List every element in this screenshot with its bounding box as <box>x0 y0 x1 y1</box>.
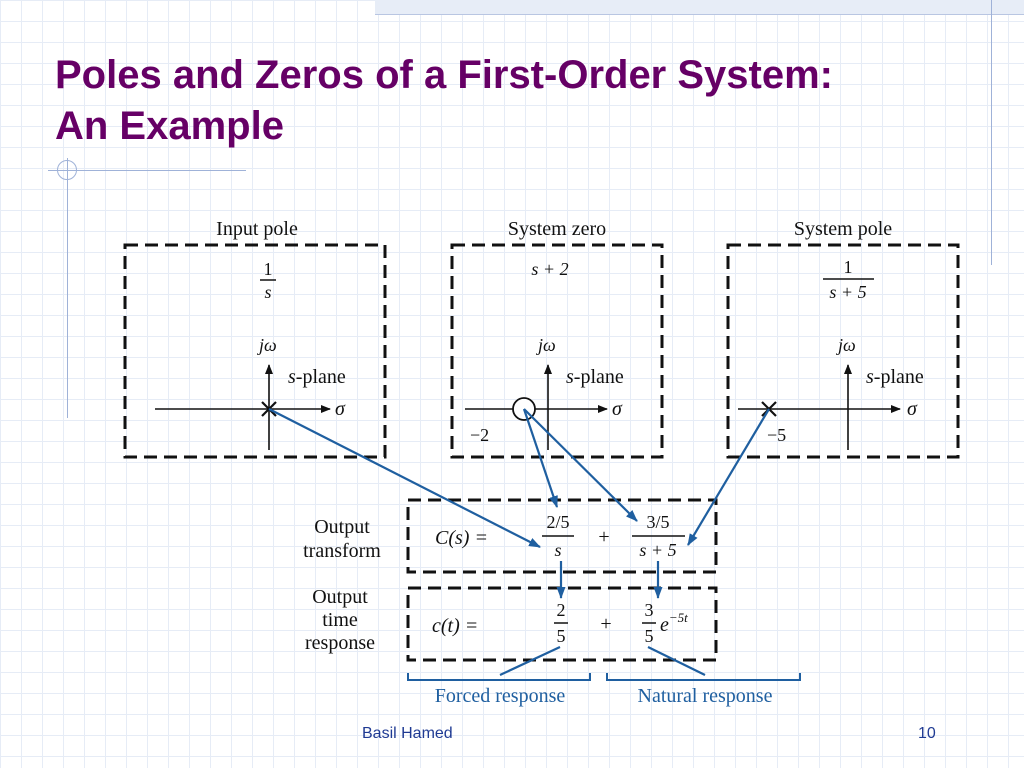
row-label-line-1: Output <box>314 516 370 538</box>
slide-title-line-1: Poles and Zeros of a First-Order System: <box>55 53 833 97</box>
term1-denominator: s <box>554 540 561 560</box>
point-label: −2 <box>470 425 489 445</box>
decorative-title-underline <box>48 170 246 171</box>
plane-var: s <box>866 366 874 388</box>
term2-denominator: s + 5 <box>639 540 676 560</box>
time-lhs: c(t) = <box>432 615 478 637</box>
term1-numerator: 2 <box>557 600 566 620</box>
natural-response-label: Natural response <box>638 685 773 707</box>
transform-box <box>406 498 718 574</box>
row-label-line-3: response <box>305 632 375 654</box>
term2-numerator: 3 <box>645 600 654 620</box>
exp-base: e <box>660 614 669 636</box>
exponential-term: e−5t <box>660 610 688 636</box>
plane-label: s-plane <box>566 366 624 388</box>
arrow-natural-to-time <box>647 646 706 676</box>
axis-label-imag: jω <box>257 335 277 355</box>
panel-input-pole: Input pole 1 s jω s-plane σ <box>123 218 387 459</box>
tf-denominator: s <box>264 282 271 302</box>
response-brackets: Forced response Natural response <box>407 673 801 707</box>
time-response-box <box>406 586 718 662</box>
arrow-zero-to-term2 <box>523 408 638 522</box>
arrow-system-pole-to-term2 <box>687 408 770 546</box>
panel-heading: System zero <box>508 218 606 240</box>
decorative-right-line <box>991 0 992 265</box>
row-label-line-2: transform <box>303 540 381 562</box>
arrow-input-pole-to-term1 <box>268 408 541 548</box>
page-number: 10 <box>918 725 936 742</box>
forced-response-label: Forced response <box>435 685 566 707</box>
axis-label-imag: jω <box>836 335 856 355</box>
plane-text: -plane <box>574 366 624 388</box>
tf-numerator: 1 <box>844 257 853 277</box>
footer-author: Basil Hamed <box>362 725 453 742</box>
slide-title: Poles and Zeros of a First-Order System:… <box>55 50 985 152</box>
axis-label-imag: jω <box>536 335 556 355</box>
natural-response-bracket <box>606 673 801 681</box>
axis-label-real: σ <box>612 398 623 420</box>
row-label-line-2: time <box>322 609 358 631</box>
term1-denominator: 5 <box>557 626 566 646</box>
plane-label: s-plane <box>288 366 346 388</box>
term2-numerator: 3/5 <box>646 512 669 532</box>
panel-box <box>123 243 387 459</box>
plane-label: s-plane <box>866 366 924 388</box>
exp-power: −5t <box>669 610 688 625</box>
plus-sign: + <box>600 613 611 635</box>
axis-label-real: σ <box>335 398 346 420</box>
plane-text: -plane <box>296 366 346 388</box>
forced-response-bracket <box>407 673 591 681</box>
output-time-response-row: Output time response c(t) = 2 5 + 3 5 e−… <box>305 586 718 662</box>
decorative-top-band <box>375 0 1024 15</box>
plane-var: s <box>288 366 296 388</box>
panel-heading: System pole <box>794 218 892 240</box>
panel-heading: Input pole <box>216 218 298 240</box>
tf-expression: s + 2 <box>531 259 568 279</box>
axis-label-real: σ <box>907 398 918 420</box>
transform-lhs: C(s) = <box>435 527 488 549</box>
point-label: −5 <box>767 425 786 445</box>
decorative-circle <box>57 160 77 180</box>
plane-var: s <box>566 366 574 388</box>
output-transform-row: Output transform C(s) = 2/5 s + 3/5 s + … <box>303 498 718 574</box>
tf-denominator: s + 5 <box>829 282 866 302</box>
plus-sign: + <box>598 526 609 548</box>
term1-numerator: 2/5 <box>546 512 569 532</box>
slide-title-line-2: An Example <box>55 104 284 148</box>
pole-zero-diagram: Input pole 1 s jω s-plane σ System zero … <box>123 218 960 707</box>
row-label-line-1: Output <box>312 586 368 608</box>
arrow-zero-to-term1 <box>522 408 559 508</box>
decorative-left-line <box>67 158 68 418</box>
term2-denominator: 5 <box>645 626 654 646</box>
mapping-arrows <box>268 408 770 676</box>
tf-numerator: 1 <box>264 259 273 279</box>
panel-box <box>450 243 664 459</box>
arrow-forced-to-time <box>499 646 561 676</box>
plane-text: -plane <box>874 366 924 388</box>
panel-system-zero: System zero s + 2 jω s-plane σ −2 <box>450 218 664 459</box>
